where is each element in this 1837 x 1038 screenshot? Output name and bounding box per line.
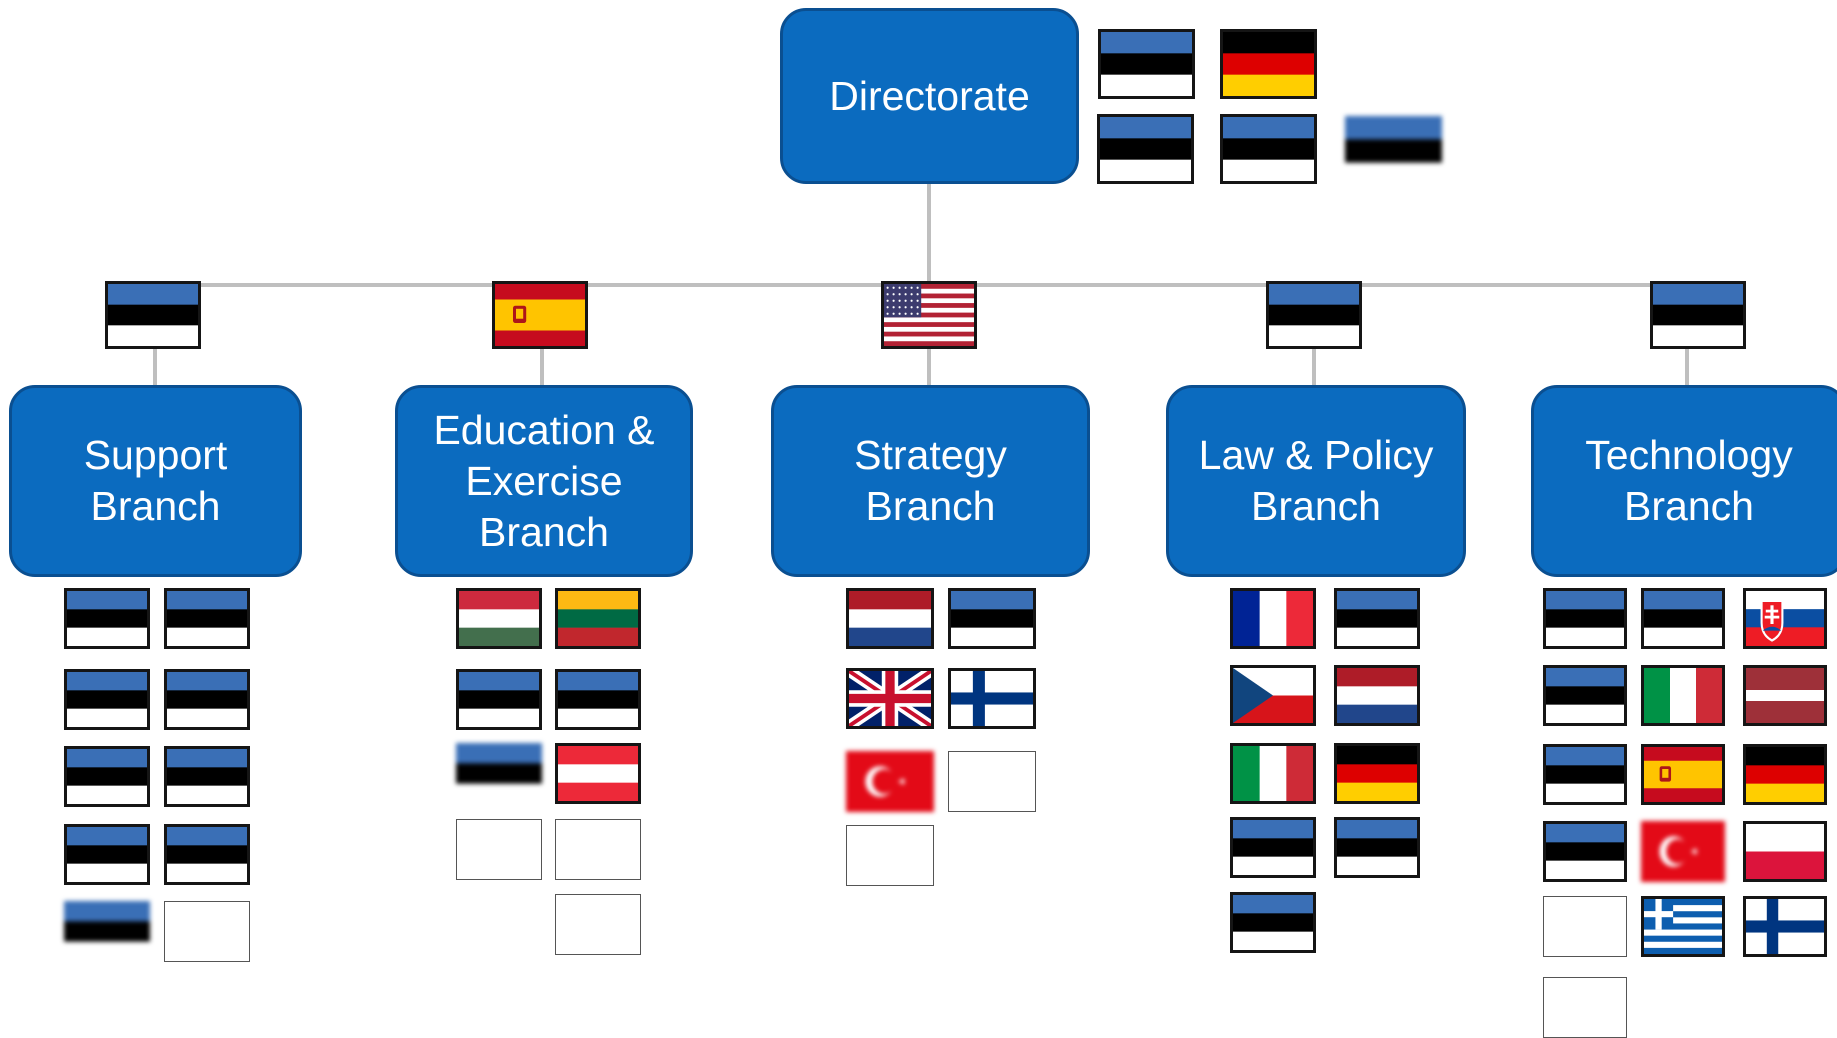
- united-states-flag-icon: [881, 281, 977, 349]
- directorate-box: Directorate: [780, 8, 1079, 184]
- united-kingdom-flag-icon: [846, 668, 934, 729]
- germany-flag-icon: [1743, 744, 1827, 805]
- empty-flag-icon: [555, 894, 641, 955]
- estonia-flag-icon: [164, 588, 250, 649]
- france-flag-icon: [1230, 588, 1316, 649]
- estonia-flag-icon: [64, 669, 150, 730]
- slovakia-flag-icon: [1743, 588, 1827, 649]
- technology-branch-box: Technology Branch: [1531, 385, 1837, 577]
- technology-branch-label: Technology Branch: [1585, 432, 1793, 529]
- germany-flag-icon: [1334, 743, 1420, 804]
- education-branch-label: Education & Exercise Branch: [433, 406, 655, 555]
- estonia-flag-icon: [1334, 588, 1420, 649]
- support-branch-box: Support Branch: [9, 385, 302, 577]
- estonia-flag-icon: [1230, 817, 1316, 878]
- estonia-blurred-flag-icon: [456, 743, 542, 804]
- directorate-label: Directorate: [829, 72, 1030, 119]
- estonia-flag-icon: [1266, 281, 1362, 349]
- law-policy-branch-label: Law & Policy Branch: [1198, 432, 1434, 529]
- estonia-flag-icon: [1334, 817, 1420, 878]
- estonia-flag-icon: [1543, 744, 1627, 805]
- spain-flag-icon: [1641, 744, 1725, 805]
- support-branch-label: Support Branch: [83, 432, 228, 529]
- estonia-flag-icon: [1220, 114, 1317, 184]
- lithuania-flag-icon: [555, 588, 641, 649]
- estonia-flag-icon: [948, 588, 1036, 649]
- italy-flag-icon: [1641, 665, 1725, 726]
- italy-flag-icon: [1230, 743, 1316, 804]
- law-policy-branch-box: Law & Policy Branch: [1166, 385, 1466, 577]
- finland-flag-icon: [948, 668, 1036, 729]
- strategy-branch-label: Strategy Branch: [854, 432, 1007, 529]
- germany-flag-icon: [1220, 29, 1317, 99]
- estonia-flag-icon: [164, 824, 250, 885]
- austria-flag-icon: [555, 743, 641, 804]
- estonia-flag-icon: [1097, 114, 1194, 184]
- empty-flag-icon: [948, 751, 1036, 812]
- empty-flag-icon: [1543, 896, 1627, 957]
- empty-flag-icon: [456, 819, 542, 880]
- estonia-flag-icon: [1641, 588, 1725, 649]
- empty-flag-icon: [1543, 977, 1627, 1038]
- netherlands-flag-icon: [846, 588, 934, 649]
- strategy-branch-box: Strategy Branch: [771, 385, 1090, 577]
- turkey-blurred-flag-icon: [1641, 821, 1725, 882]
- empty-flag-icon: [164, 901, 250, 962]
- estonia-flag-icon: [1650, 281, 1746, 349]
- education-branch-box: Education & Exercise Branch: [395, 385, 693, 577]
- turkey-blurred-flag-icon: [846, 751, 934, 812]
- estonia-blurred-flag-icon: [1345, 116, 1442, 186]
- empty-flag-icon: [555, 819, 641, 880]
- greece-flag-icon: [1641, 896, 1725, 957]
- estonia-flag-icon: [64, 824, 150, 885]
- poland-flag-icon: [1743, 821, 1827, 882]
- estonia-flag-icon: [1543, 588, 1627, 649]
- netherlands-flag-icon: [1334, 665, 1420, 726]
- estonia-flag-icon: [1543, 665, 1627, 726]
- estonia-flag-icon: [64, 588, 150, 649]
- finland-flag-icon: [1743, 896, 1827, 957]
- estonia-flag-icon: [555, 669, 641, 730]
- estonia-flag-icon: [105, 281, 201, 349]
- estonia-blurred-flag-icon: [64, 901, 150, 962]
- spain-flag-icon: [492, 281, 588, 349]
- estonia-flag-icon: [64, 746, 150, 807]
- estonia-flag-icon: [1098, 29, 1195, 99]
- estonia-flag-icon: [1543, 821, 1627, 882]
- estonia-flag-icon: [164, 669, 250, 730]
- estonia-flag-icon: [1230, 892, 1316, 953]
- empty-flag-icon: [846, 825, 934, 886]
- czech-republic-flag-icon: [1230, 665, 1316, 726]
- estonia-flag-icon: [164, 746, 250, 807]
- estonia-flag-icon: [456, 669, 542, 730]
- latvia-flag-icon: [1743, 665, 1827, 726]
- hungary-flag-icon: [456, 588, 542, 649]
